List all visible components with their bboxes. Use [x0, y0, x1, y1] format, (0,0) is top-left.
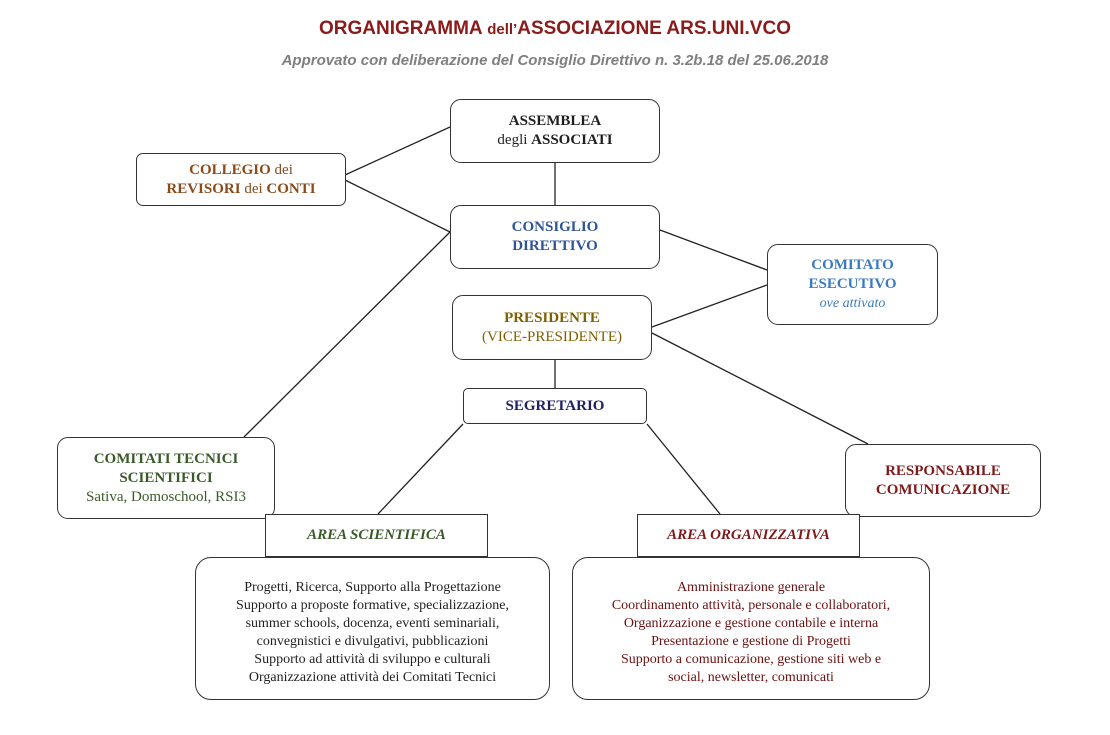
area-scientifica-item: convegnistici e divulgativi, pubblicazio… — [256, 633, 489, 649]
title-part-2: dell’ — [487, 21, 518, 38]
node-comitati-tecnici: COMITATI TECNICI SCIENTIFICI Sativa, Dom… — [57, 437, 275, 519]
node-collegio-revisori: COLLEGIO dei REVISORI dei CONTI — [136, 153, 346, 206]
consiglio-line-2: DIRETTIVO — [512, 238, 598, 254]
area-organizzativa-details: Amministrazione generale Coordinamento a… — [572, 557, 930, 700]
area-scientifica-title: AREA SCIENTIFICA — [307, 527, 446, 543]
link-segretario-area-organizzativa — [646, 423, 721, 515]
collegio-line-1: COLLEGIO dei — [189, 161, 293, 180]
esecutivo-line-1: COMITATO — [811, 257, 894, 273]
collegio-line-2b: dei — [240, 180, 267, 197]
area-organizzativa-title: AREA ORGANIZZATIVA — [667, 527, 830, 543]
presidente-line-2: (VICE-PRESIDENTE) — [482, 328, 622, 345]
assemblea-line-2b: ASSOCIATI — [531, 132, 613, 148]
page-title: ORGANIGRAMMA dell’ASSOCIAZIONE ARS.UNI.V… — [0, 18, 1110, 40]
link-segretario-area-scientifica — [377, 423, 464, 515]
assemblea-line-2: degli ASSOCIATI — [497, 131, 612, 150]
link-presidente-responsabile — [651, 332, 869, 445]
presidente-line-1: PRESIDENTE — [504, 309, 600, 326]
comitati-line-3: Sativa, Domoschool, RSI3 — [86, 488, 246, 505]
area-scientifica-item: Supporto a proposte formative, specializ… — [236, 597, 509, 613]
node-assemblea: ASSEMBLEA degli ASSOCIATI — [450, 99, 660, 163]
title-part-3: ASSOCIAZIONE ARS.UNI.VCO — [517, 18, 791, 39]
area-organizzativa-item: Coordinamento attività, personale e coll… — [611, 597, 891, 613]
assemblea-line-2a: degli — [497, 132, 532, 148]
area-organizzativa-item: Organizzazione e gestione contabile e in… — [623, 615, 879, 631]
consiglio-line-1: CONSIGLIO — [511, 219, 599, 235]
link-collegio-assemblea — [344, 126, 451, 176]
node-comitato-esecutivo: COMITATO ESECUTIVO ove attivato — [767, 244, 938, 325]
area-scientifica-item: summer schools, docenza, eventi seminari… — [245, 615, 500, 631]
node-consiglio-direttivo: CONSIGLIO DIRETTIVO — [450, 205, 660, 269]
collegio-line-1a: COLLEGIO — [189, 161, 271, 178]
area-scientifica-item: Progetti, Ricerca, Supporto alla Progett… — [244, 579, 501, 595]
page-subtitle: Approvato con deliberazione del Consigli… — [281, 52, 829, 69]
link-consiglio-esecutivo — [659, 229, 768, 271]
title-part-1: ORGANIGRAMMA — [319, 18, 482, 39]
collegio-line-2a: REVISORI — [166, 180, 241, 197]
assemblea-line-1: ASSEMBLEA — [508, 113, 602, 129]
area-organizzativa-item: social, newsletter, comunicati — [668, 669, 834, 685]
comitati-line-2: SCIENTIFICI — [119, 469, 213, 486]
link-collegio-consiglio — [344, 179, 451, 233]
collegio-line-1b: dei — [270, 161, 293, 178]
link-consiglio-comitati — [243, 231, 451, 438]
segretario-label: SEGRETARIO — [505, 397, 605, 414]
collegio-line-2c: CONTI — [266, 180, 316, 197]
area-scientifica-details: Progetti, Ricerca, Supporto alla Progett… — [195, 557, 550, 700]
area-organizzativa-item: Amministrazione generale — [676, 579, 826, 595]
responsabile-line-2: COMUNICAZIONE — [875, 481, 1011, 498]
area-scientifica-item: Supporto ad attività di sviluppo e cultu… — [254, 651, 491, 667]
node-presidente: PRESIDENTE (VICE-PRESIDENTE) — [452, 295, 652, 360]
esecutivo-line-2: ESECUTIVO — [808, 276, 897, 292]
node-segretario: SEGRETARIO — [463, 388, 647, 424]
esecutivo-line-3: ove attivato — [819, 296, 886, 311]
node-responsabile-comunicazione: RESPONSABILE COMUNICAZIONE — [845, 444, 1041, 517]
collegio-line-2: REVISORI dei CONTI — [166, 180, 315, 199]
link-presidente-esecutivo — [651, 284, 768, 328]
area-organizzativa-label: AREA ORGANIZZATIVA — [637, 514, 860, 557]
area-organizzativa-item: Presentazione e gestione di Progetti — [651, 633, 851, 649]
area-organizzativa-item: Supporto a comunicazione, gestione siti … — [620, 651, 882, 667]
area-scientifica-label: AREA SCIENTIFICA — [265, 514, 488, 557]
comitati-line-1: COMITATI TECNICI — [93, 450, 239, 467]
area-scientifica-item: Organizzazione attività dei Comitati Tec… — [248, 669, 497, 685]
responsabile-line-1: RESPONSABILE — [885, 462, 1001, 479]
